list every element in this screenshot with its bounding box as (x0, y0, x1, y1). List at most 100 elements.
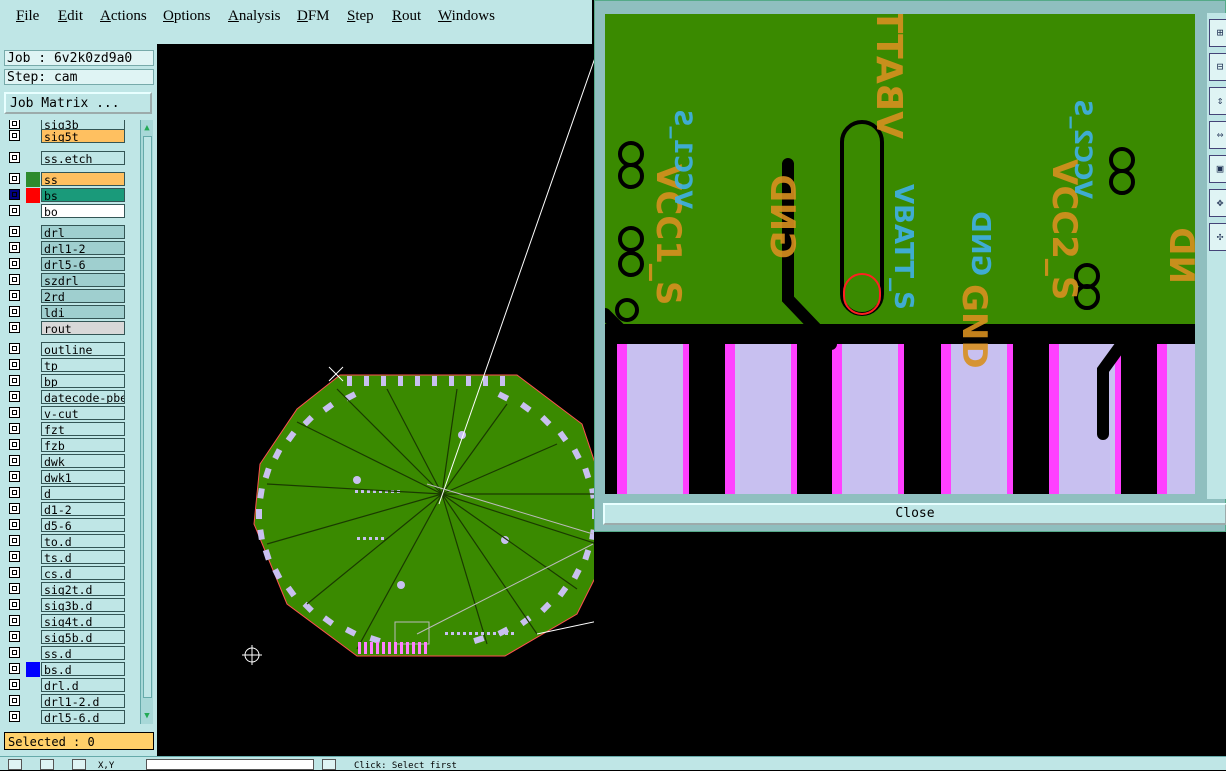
layer-row-6[interactable]: drl (4, 225, 137, 240)
graphics-canvas[interactable] (157, 44, 594, 756)
layer-name[interactable]: bs.d (41, 662, 125, 676)
layer-name[interactable]: drl1-2.d (41, 694, 125, 708)
layer-color-swatch[interactable] (26, 129, 40, 144)
status-btn-3[interactable] (72, 759, 86, 770)
layer-color-swatch[interactable] (26, 534, 40, 549)
layer-row-32[interactable]: ss.d (4, 646, 137, 661)
layer-name[interactable]: szdrl (41, 273, 125, 287)
layer-color-swatch[interactable] (26, 151, 40, 166)
layer-checkbox[interactable] (9, 306, 20, 317)
layer-row-17[interactable]: v-cut (4, 406, 137, 421)
layer-checkbox[interactable] (9, 695, 20, 706)
layer-row-11[interactable]: ldi (4, 305, 137, 320)
home-icon[interactable]: ▣ (1209, 155, 1226, 183)
layer-color-swatch[interactable] (26, 305, 40, 320)
layer-color-swatch[interactable] (26, 614, 40, 629)
center-icon[interactable]: ✣ (1209, 223, 1226, 251)
layer-name[interactable]: drl5-6 (41, 257, 125, 271)
layer-checkbox[interactable] (9, 519, 20, 530)
layer-color-swatch[interactable] (26, 598, 40, 613)
layer-name[interactable]: sig5t (41, 129, 125, 143)
status-btn-1[interactable] (8, 759, 22, 770)
layer-checkbox[interactable] (9, 615, 20, 626)
layer-name[interactable]: d (41, 486, 125, 500)
layer-row-1[interactable]: sig5t (4, 129, 137, 144)
layer-row-15[interactable]: bp (4, 374, 137, 389)
layer-row-10[interactable]: 2rd (4, 289, 137, 304)
layer-checkbox[interactable] (9, 242, 20, 253)
layer-row-9[interactable]: szdrl (4, 273, 137, 288)
layer-checkbox[interactable] (9, 679, 20, 690)
layer-name[interactable]: ss (41, 172, 125, 186)
layer-row-20[interactable]: dwk (4, 454, 137, 469)
zoom-canvas[interactable]: VCC1_S VCC1_S GND VBATT_S VBATT_S GND GN… (605, 14, 1195, 494)
layer-row-8[interactable]: drl5-6 (4, 257, 137, 272)
layer-name[interactable]: ts.d (41, 550, 125, 564)
layer-color-swatch[interactable] (26, 342, 40, 357)
layer-row-12[interactable]: rout (4, 321, 137, 336)
layer-color-swatch[interactable] (26, 273, 40, 288)
layer-color-swatch[interactable] (26, 678, 40, 693)
layer-color-swatch[interactable] (26, 172, 40, 187)
layer-name[interactable]: tp (41, 358, 125, 372)
layer-name[interactable]: datecode-pbe (41, 390, 125, 404)
layer-color-swatch[interactable] (26, 518, 40, 533)
menu-step[interactable]: Step (347, 8, 374, 24)
layer-name[interactable]: bp (41, 374, 125, 388)
layer-color-swatch[interactable] (26, 438, 40, 453)
status-btn-2[interactable] (40, 759, 54, 770)
layer-checkbox[interactable] (9, 391, 20, 402)
menu-analysis[interactable]: Analysis (228, 8, 281, 24)
layer-name[interactable]: ldi (41, 305, 125, 319)
menu-rout[interactable]: Rout (392, 8, 422, 24)
layer-checkbox[interactable] (9, 471, 20, 482)
layer-color-swatch[interactable] (26, 582, 40, 597)
layer-name[interactable]: ss.d (41, 646, 125, 660)
layer-row-29[interactable]: sig3b.d (4, 598, 137, 613)
layer-checkbox[interactable] (9, 130, 20, 141)
layer-color-swatch[interactable] (26, 188, 40, 203)
layer-name[interactable]: bs (41, 188, 125, 202)
layer-checkbox[interactable] (9, 173, 20, 184)
layer-checkbox[interactable] (9, 226, 20, 237)
layer-name[interactable]: d1-2 (41, 502, 125, 516)
layer-row-5[interactable]: bo (4, 204, 137, 219)
layer-checkbox[interactable] (9, 535, 20, 546)
coordinate-input[interactable] (146, 759, 314, 770)
layer-color-swatch[interactable] (26, 406, 40, 421)
layer-color-swatch[interactable] (26, 710, 40, 724)
layer-checkbox[interactable] (9, 343, 20, 354)
layer-checkbox[interactable] (9, 663, 20, 674)
layer-name[interactable]: bo (41, 204, 125, 218)
menu-edit[interactable]: Edit (58, 8, 84, 24)
layer-row-35[interactable]: drl1-2.d (4, 694, 137, 709)
layer-color-swatch[interactable] (26, 422, 40, 437)
layer-color-swatch[interactable] (26, 662, 40, 677)
layer-checkbox[interactable] (9, 631, 20, 642)
layer-row-24[interactable]: d5-6 (4, 518, 137, 533)
layer-color-swatch[interactable] (26, 550, 40, 565)
layer-row-25[interactable]: to.d (4, 534, 137, 549)
layer-name[interactable]: dwk1 (41, 470, 125, 484)
layer-checkbox[interactable] (9, 455, 20, 466)
scroll-up-icon[interactable]: ▲ (144, 123, 150, 133)
layer-color-swatch[interactable] (26, 646, 40, 661)
layer-row-33[interactable]: bs.d (4, 662, 137, 677)
layer-checkbox[interactable] (9, 258, 20, 269)
layer-color-swatch[interactable] (26, 630, 40, 645)
layer-checkbox[interactable] (9, 375, 20, 386)
layer-checkbox[interactable] (9, 359, 20, 370)
expand-icon[interactable]: ✥ (1209, 189, 1226, 217)
layer-row-3[interactable]: ss (4, 172, 137, 187)
layer-name[interactable]: drl (41, 225, 125, 239)
layer-row-22[interactable]: d (4, 486, 137, 501)
layer-checkbox[interactable] (9, 423, 20, 434)
layer-name[interactable]: sig4t.d (41, 614, 125, 628)
menu-dfm[interactable]: DFM (297, 8, 330, 24)
layer-row-21[interactable]: dwk1 (4, 470, 137, 485)
layer-name[interactable]: drl.d (41, 678, 125, 692)
fit-icon[interactable]: ⇔ (1209, 121, 1226, 149)
layer-color-swatch[interactable] (26, 694, 40, 709)
layer-color-swatch[interactable] (26, 225, 40, 240)
layer-name[interactable]: drl1-2 (41, 241, 125, 255)
